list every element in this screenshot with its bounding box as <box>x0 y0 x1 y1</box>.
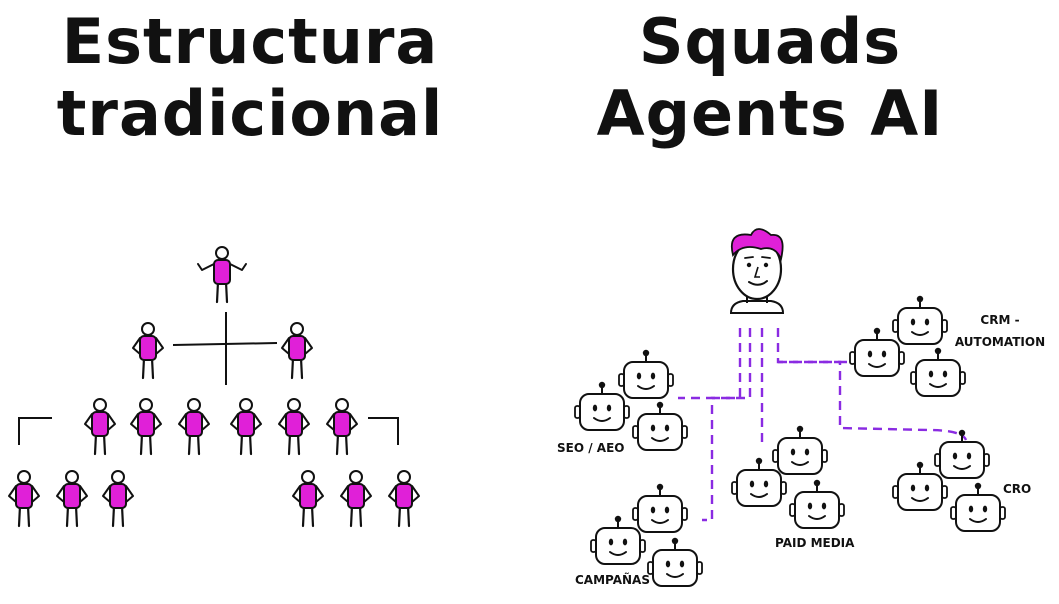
title-traditional-line1: Estructura <box>61 5 439 78</box>
robot-icon-seo <box>632 400 688 451</box>
title-squads-line2: Agents AI <box>596 77 944 150</box>
person-icon-manager-left <box>131 321 165 380</box>
title-squads-agents: Squads Agents AI <box>520 6 1020 150</box>
person-icon <box>101 469 135 528</box>
hierarchy-bracket-right <box>368 417 399 445</box>
person-icon <box>325 397 359 456</box>
person-icon <box>7 469 41 528</box>
robot-icon-cro <box>934 428 990 479</box>
human-face-icon <box>729 228 785 314</box>
person-icon <box>83 397 117 456</box>
robot-icon-seo <box>618 348 674 399</box>
robot-icon-crm <box>849 326 905 377</box>
label-seo-aeo: SEO / AEO <box>557 441 624 455</box>
squads-network: CRM - AUTOMATION SEO / AEO CRO PAID MEDI… <box>557 228 1045 587</box>
person-icon <box>277 397 311 456</box>
label-campanas: CAMPAÑAS <box>575 572 650 587</box>
hierarchy-connector-horizontal <box>172 342 278 346</box>
person-icon <box>339 469 373 528</box>
person-icon-ceo <box>196 245 248 304</box>
connector-seo <box>678 328 752 400</box>
robot-icon-cro <box>950 481 1006 532</box>
hierarchy-bracket-left <box>18 417 52 445</box>
robot-icon-campanas <box>647 536 703 587</box>
title-squads-line1: Squads <box>638 5 902 78</box>
title-traditional-structure: Estructura tradicional <box>0 6 500 150</box>
robot-icon-crm <box>910 346 966 397</box>
robot-icon-cro <box>892 460 948 511</box>
robot-icon-paid <box>789 478 845 529</box>
person-icon-manager-right <box>280 321 314 380</box>
robot-icon-campanas <box>590 514 646 565</box>
person-icon <box>291 469 325 528</box>
label-crm-line1: CRM - <box>980 313 1019 327</box>
connector-cro <box>776 328 968 441</box>
traditional-hierarchy <box>7 245 421 528</box>
robot-icon-campanas <box>632 482 688 533</box>
label-paid-media: PAID MEDIA <box>775 536 855 550</box>
label-crm-line2: AUTOMATION <box>955 335 1045 349</box>
title-traditional-line2: tradicional <box>56 77 444 150</box>
label-cro: CRO <box>1003 482 1031 496</box>
person-icon <box>229 397 263 456</box>
person-icon <box>129 397 163 456</box>
robot-icon-paid <box>772 424 828 475</box>
person-icon <box>55 469 89 528</box>
robot-icon-seo <box>574 380 630 431</box>
person-icon <box>177 397 211 456</box>
person-icon <box>387 469 421 528</box>
robot-icon-crm <box>892 294 948 345</box>
